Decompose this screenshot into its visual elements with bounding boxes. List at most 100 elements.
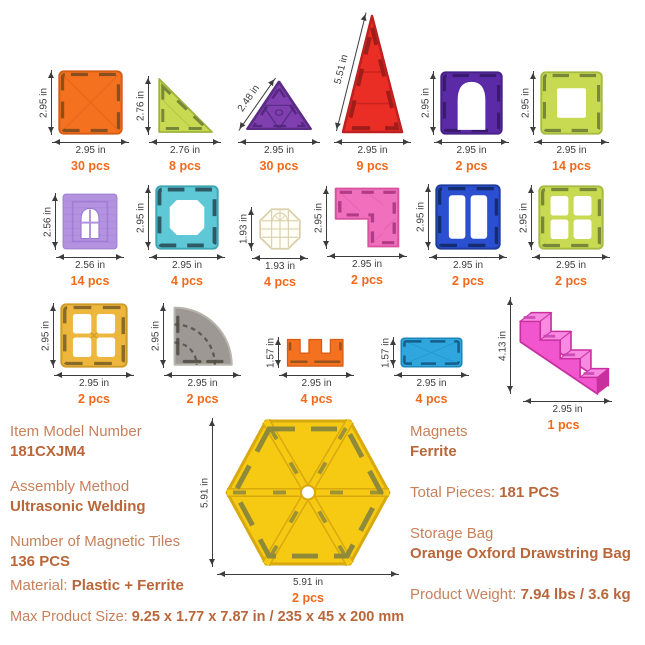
width-dimension: 2.95 in	[164, 371, 241, 389]
tile-octagon-window-cream: 1.93 in 1.93 in 4 pcs	[239, 207, 308, 289]
specs-left-column: Item Model Number 181CXJM4 Assembly Meth…	[10, 422, 225, 587]
dimension-arrow	[323, 186, 329, 249]
specs-right-column: Magnets Ferrite Total Pieces: 181 PCS St…	[410, 422, 645, 626]
dimension-arrow	[149, 254, 225, 260]
brick-window-shape	[62, 193, 118, 250]
right-triangle-shape	[158, 78, 213, 133]
height-dimension: 4.13 in	[497, 297, 513, 394]
four-pane-shape	[538, 185, 604, 250]
height-dimension: 2.56 in	[42, 193, 58, 250]
dimension-arrow	[52, 139, 129, 145]
height-dimension: 1.57 in	[380, 337, 396, 368]
dimension-arrow	[164, 372, 241, 378]
dimension-arrow	[145, 76, 151, 135]
height-dimension: 2.76 in	[135, 76, 151, 135]
width-dimension: 2.95 in	[54, 371, 134, 389]
double-window-shape	[435, 184, 501, 250]
width-dimension: 2.95 in	[52, 138, 129, 156]
tile-tall-triangle-red: 2.95 in 9 pcs	[334, 13, 411, 173]
dimension-arrow	[275, 337, 281, 368]
dimension-arrow	[52, 193, 58, 250]
spec-assembly-method: Assembly Method Ultrasonic Welding	[10, 478, 146, 515]
dimension-arrow	[160, 303, 166, 368]
l-shape	[334, 187, 400, 248]
tile-square-frame-green: 2.95 in 2.95 in 14 pcs	[521, 71, 609, 173]
width-dimension: 2.95 in	[149, 253, 225, 271]
dimension-arrow	[54, 372, 134, 378]
piece-count: 4 pcs	[300, 392, 333, 406]
tile-rect-blue: 1.57 in 2.95 in 4 pcs	[381, 337, 469, 406]
height-dimension: 1.57 in	[265, 337, 281, 368]
height-dimension: 2.95 in	[518, 185, 534, 250]
piece-count: 9 pcs	[356, 159, 389, 173]
piece-count: 2 pcs	[351, 273, 383, 287]
tile-arch-square-purple: 2.95 in 2.95 in 2 pcs	[421, 71, 509, 173]
dimension-arrow	[238, 139, 320, 145]
dimension-arrow	[430, 71, 436, 135]
spec-product-weight: Product Weight: 7.94 lbs / 3.6 kg	[410, 586, 631, 603]
dimension-arrow	[434, 139, 509, 145]
dimension-arrow	[48, 70, 54, 135]
octagon-frame-shape	[155, 185, 219, 250]
piece-count: 30 pcs	[259, 159, 299, 173]
dimension-arrow	[334, 139, 411, 145]
tile-brick-window-lavender: 2.56 in 2.56 in 14 pcs	[43, 193, 124, 288]
piece-count: 1 pcs	[547, 418, 580, 432]
width-dimension: 2.56 in	[56, 253, 124, 271]
tile-quarter-circle-gray: 2.95 in 2.95 in 2 pcs	[151, 303, 241, 406]
octagon-window-shape	[259, 208, 301, 250]
dimension-arrow	[507, 297, 513, 394]
quarter-circle-shape	[173, 306, 233, 366]
spec-item-model-number: Item Model Number 181CXJM4	[10, 423, 142, 460]
piece-count: 14 pcs	[70, 274, 110, 288]
dimension-arrow	[534, 139, 609, 145]
stairs-shape	[518, 311, 610, 395]
tile-four-pane-green: 2.95 in 2.95 in 2 pcs	[519, 185, 610, 288]
dimension-arrow	[532, 254, 610, 260]
piece-count: 30 pcs	[71, 159, 110, 173]
dimension-arrow	[145, 185, 151, 250]
comb-shape	[286, 338, 344, 367]
piece-count: 2 pcs	[186, 392, 219, 406]
four-pane-window-shape	[60, 303, 128, 368]
piece-count: 14 pcs	[552, 159, 591, 173]
dimension-arrow	[394, 372, 469, 378]
width-dimension: 2.95 in	[429, 253, 507, 271]
piece-count: 4 pcs	[264, 275, 296, 289]
dimension-arrow	[252, 255, 308, 261]
dimension-arrow	[56, 254, 124, 260]
dimension-arrow	[209, 418, 215, 567]
square-tile-shape	[58, 70, 123, 135]
hexagon-shape	[225, 418, 391, 567]
spec-total-pieces: Total Pieces: 181 PCS	[410, 484, 560, 501]
width-dimension: 2.95 in	[327, 252, 407, 270]
width-dimension: 2.95 in	[434, 138, 509, 156]
dimension-arrow	[425, 184, 431, 250]
spec-number-of-tiles: Number of Magnetic Tiles 136 PCS	[10, 533, 181, 570]
arch-square-shape	[440, 71, 503, 135]
dimension-arrow	[530, 71, 536, 135]
width-dimension: 2.95 in	[279, 371, 354, 389]
height-dimension: 2.95 in	[150, 303, 166, 368]
width-dimension: 2.95 in	[532, 253, 610, 271]
spec-magnets: Magnets Ferrite	[410, 423, 468, 460]
height-dimension: 2.95 in	[420, 71, 436, 135]
dimension-arrow	[279, 372, 354, 378]
width-dimension: 2.95 in	[534, 138, 609, 156]
width-dimension: 1.93 in	[252, 254, 308, 272]
piece-count: 2 pcs	[555, 274, 587, 288]
rectangle-shape	[400, 337, 463, 368]
dimension-arrow	[217, 571, 399, 577]
height-dimension: 2.95 in	[313, 186, 329, 249]
height-dimension: 2.95 in	[520, 71, 536, 135]
piece-count: 2 pcs	[455, 159, 488, 173]
dimension-arrow	[523, 398, 612, 404]
piece-count: 4 pcs	[415, 392, 448, 406]
piece-count: 8 pcs	[169, 159, 201, 173]
spec-storage-bag: Storage Bag Orange Oxford Drawstring Bag	[410, 525, 631, 562]
square-frame-shape	[540, 71, 603, 135]
piece-count: 4 pcs	[171, 274, 203, 288]
height-dimension: 2.95 in	[415, 184, 431, 250]
dimension-arrow	[149, 139, 221, 145]
width-dimension: 2.76 in	[149, 138, 221, 156]
